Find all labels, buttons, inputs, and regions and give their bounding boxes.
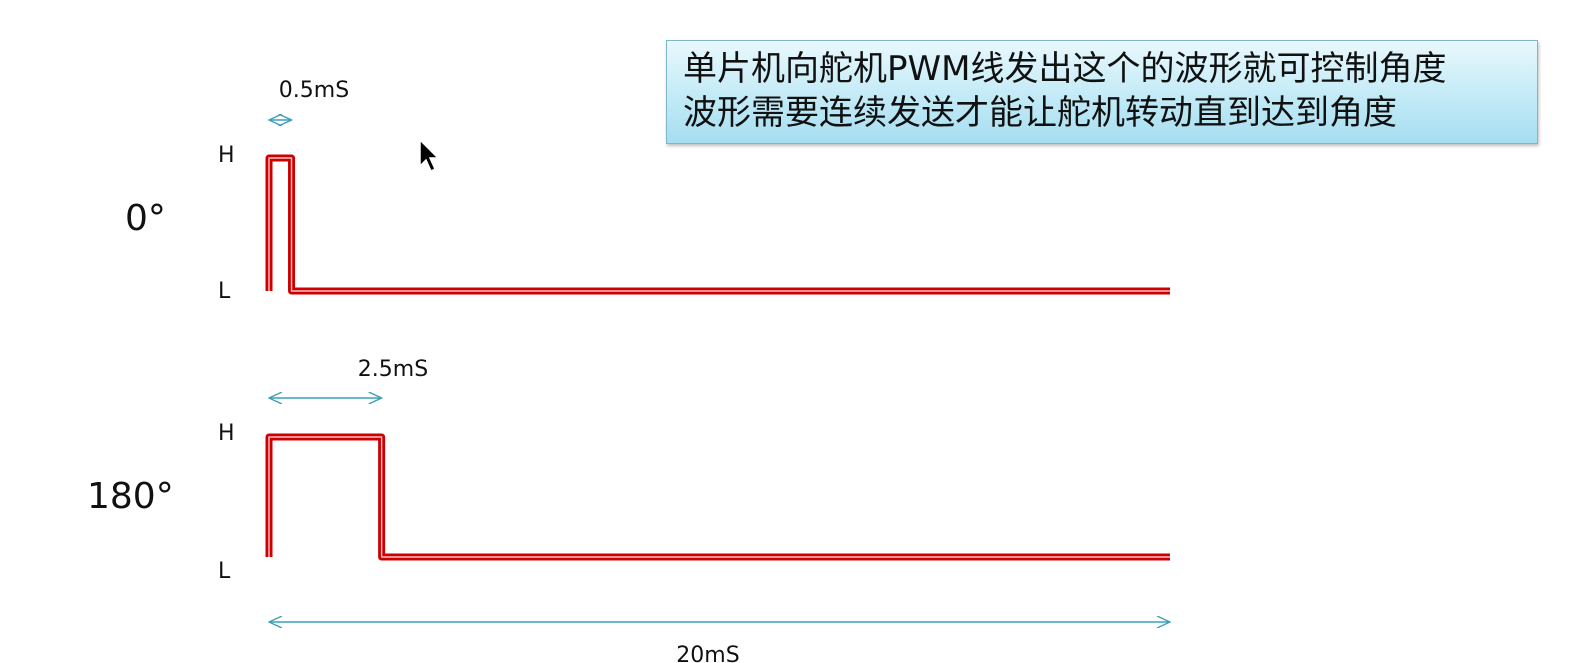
signal-trace-180deg [265, 433, 1170, 561]
callout-line-1: 单片机向舵机PWM线发出这个的波形就可控制角度 [683, 49, 1447, 89]
waveform-180deg: 180° H L 2.5mS [87, 357, 1170, 584]
angle-label-0deg: 0° [125, 198, 166, 239]
high-label-0deg: H [218, 143, 235, 168]
high-label-180deg: H [218, 421, 235, 446]
pulse-width-label-0deg: 0.5mS [279, 78, 349, 103]
callout-line-2: 波形需要连续发送才能让舵机转动直到达到角度 [683, 93, 1397, 133]
signal-highlight-180deg [268, 436, 1170, 558]
waveform-0deg: 0° H L 0.5mS [125, 78, 1170, 304]
angle-label-180deg: 180° [87, 476, 174, 517]
low-label-0deg: L [218, 279, 231, 304]
signal-highlight-0deg [268, 157, 1170, 292]
period-annotation: 20mS [269, 622, 1170, 663]
explanation-callout: 单片机向舵机PWM线发出这个的波形就可控制角度 波形需要连续发送才能让舵机转动直… [666, 40, 1538, 144]
pulse-width-label-180deg: 2.5mS [358, 357, 428, 382]
signal-trace-0deg [265, 154, 1170, 295]
period-label: 20mS [676, 643, 739, 663]
mouse-pointer-icon [419, 138, 440, 173]
low-label-180deg: L [218, 559, 231, 584]
